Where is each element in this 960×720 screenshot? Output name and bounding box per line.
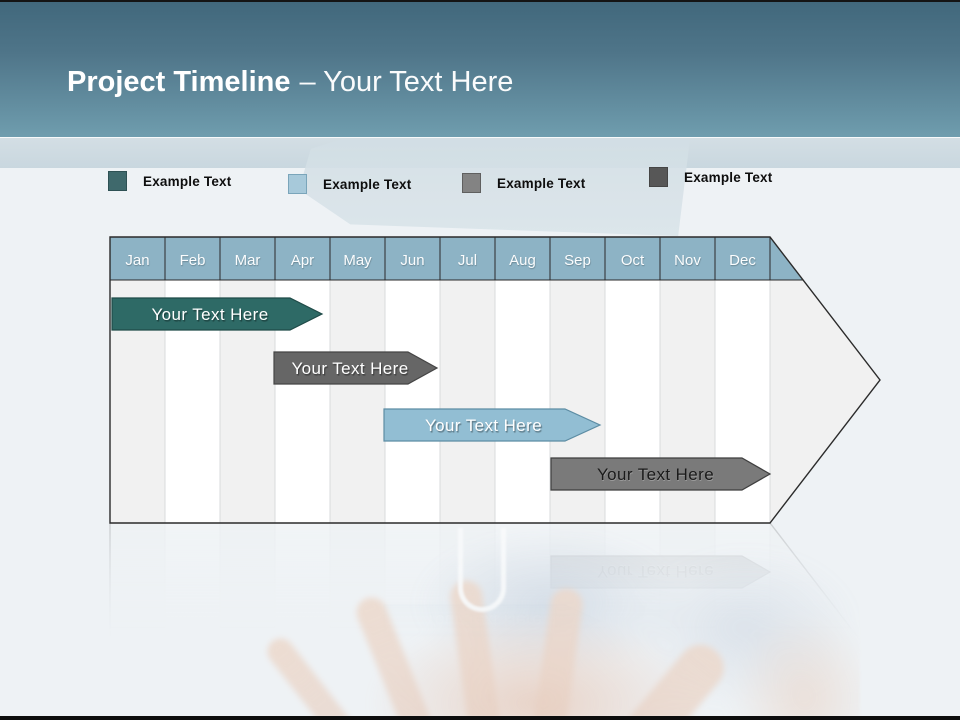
month-label: Sep bbox=[564, 252, 591, 269]
legend-swatch bbox=[108, 171, 127, 191]
legend-label: Example Text bbox=[143, 173, 232, 189]
bar-label: Your Text Here bbox=[597, 465, 714, 484]
photo-backdrop-blob bbox=[410, 528, 690, 678]
bar-label: Your Text Here bbox=[425, 416, 542, 435]
month-label: Aug bbox=[509, 252, 536, 269]
month-label: Jan bbox=[125, 252, 149, 269]
legend-item[interactable]: Example Text bbox=[462, 173, 585, 193]
legend-item[interactable]: Example Text bbox=[108, 171, 231, 191]
month-label: Mar bbox=[235, 252, 261, 269]
page-title[interactable]: Project Timeline– Your Text Here bbox=[67, 64, 513, 100]
month-label: Nov bbox=[674, 252, 701, 269]
background-graphic bbox=[298, 139, 690, 236]
arrow-body bbox=[110, 237, 880, 523]
legend-label: Example Text bbox=[684, 169, 773, 185]
timeline-arrow: Jan Feb Mar Apr May Jun Jul Aug Sep Oct Nov DecYour… bbox=[109, 236, 881, 524]
month-label: May bbox=[343, 252, 372, 269]
bar-label: Your Text Here bbox=[151, 305, 268, 324]
top-frame-bar bbox=[0, 0, 960, 2]
hand-photo bbox=[260, 528, 860, 717]
month-column bbox=[495, 280, 550, 523]
legend-item[interactable]: Example Text bbox=[649, 167, 772, 187]
legend-label: Example Text bbox=[323, 176, 412, 192]
month-label: Apr bbox=[291, 252, 314, 269]
timeline-bar[interactable]: Your Text Here bbox=[550, 457, 772, 491]
month-header-band bbox=[110, 237, 880, 280]
bottom-frame-bar bbox=[0, 716, 960, 720]
title-bold: Project Timeline bbox=[67, 66, 291, 98]
title-subtext: – Your Text Here bbox=[299, 66, 514, 98]
month-label: Jun bbox=[400, 252, 424, 269]
hand-finger bbox=[262, 633, 360, 717]
timeline-bar[interactable]: Your Text Here bbox=[273, 351, 439, 385]
photo-backdrop-blob bbox=[630, 548, 860, 708]
month-label: Feb bbox=[180, 252, 206, 269]
legend-label: Example Text bbox=[497, 175, 586, 191]
month-label: Jul bbox=[458, 252, 477, 269]
legend-swatch bbox=[462, 173, 481, 193]
legend-swatch bbox=[288, 174, 307, 194]
month-label: Oct bbox=[621, 252, 645, 269]
timeline-bar[interactable]: Your Text Here bbox=[383, 408, 602, 442]
bar-label: Your Text Here bbox=[291, 359, 408, 378]
arrow-outline bbox=[109, 236, 881, 524]
timeline-bar[interactable]: Your Text Here bbox=[111, 297, 324, 331]
month-column bbox=[385, 280, 440, 523]
pin-outline bbox=[458, 528, 506, 612]
legend-swatch bbox=[649, 167, 668, 187]
month-label: Dec bbox=[729, 252, 756, 269]
slide-header: Project Timeline– Your Text Here bbox=[0, 2, 960, 137]
legend-item[interactable]: Example Text bbox=[288, 174, 411, 194]
